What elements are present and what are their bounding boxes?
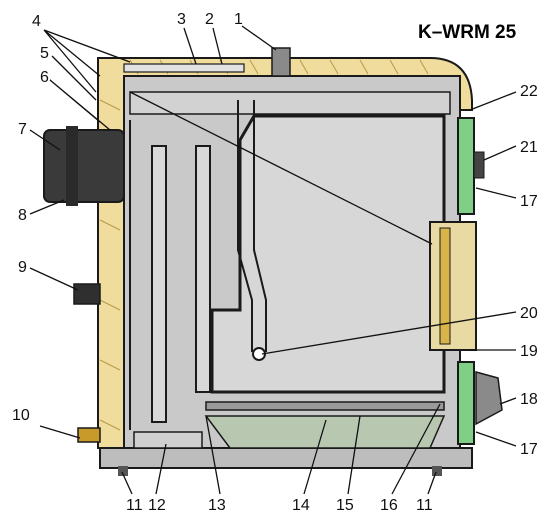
leader-10 (39, 425, 81, 439)
callout-5: 5 (40, 45, 49, 62)
leader-12 (155, 443, 167, 495)
exchanger-plate-2 (195, 145, 211, 393)
callout-17-upper: 17 (520, 193, 538, 210)
ash-compartment (133, 431, 203, 449)
callout-3: 3 (177, 11, 186, 28)
model-title: K–WRM 25 (418, 22, 517, 43)
leader-5 (51, 55, 97, 101)
callout-14: 14 (292, 497, 310, 514)
drain-valve (77, 427, 101, 443)
leader-8 (29, 199, 65, 215)
leader-17a (475, 187, 517, 199)
callout-16: 16 (380, 497, 398, 514)
flue-outlet (271, 47, 291, 77)
leader-21 (483, 145, 517, 161)
lower-door (457, 361, 475, 445)
callout-17-lower: 17 (520, 441, 538, 458)
ash-tray (204, 415, 446, 449)
leader-7 (29, 129, 61, 151)
leader-4 (43, 29, 131, 93)
upper-door-handle (473, 151, 485, 179)
leader-17b (475, 431, 517, 447)
callout-21: 21 (520, 139, 538, 156)
leader-20 (261, 311, 517, 355)
leader-18 (499, 397, 517, 405)
baffle-tube (237, 100, 267, 352)
leader-15 (347, 415, 361, 495)
callout-8: 8 (18, 207, 27, 224)
leader-11b (427, 471, 437, 495)
flue-pipe (43, 129, 125, 203)
feed-door-frame (429, 221, 477, 351)
leader-16 (391, 403, 441, 495)
combustion-chamber (210, 114, 446, 394)
callout-6: 6 (40, 69, 49, 86)
leader-9 (29, 267, 79, 291)
callout-15: 15 (336, 497, 354, 514)
callout-7: 7 (18, 121, 27, 138)
callout-2: 2 (205, 11, 214, 28)
callout-11-right: 11 (416, 497, 433, 514)
callout-9: 9 (18, 259, 27, 276)
top-flue-channel (129, 91, 451, 115)
leader-13 (205, 415, 221, 495)
callout-19: 19 (520, 343, 538, 360)
callout-1: 1 (234, 11, 243, 28)
leader-3 (183, 27, 197, 65)
callout-20: 20 (520, 305, 538, 322)
feed-door-seal (439, 227, 451, 345)
base-plate (99, 447, 473, 469)
foot-left (118, 466, 128, 476)
callout-12: 12 (148, 497, 166, 514)
grate (205, 401, 445, 411)
callout-18: 18 (520, 391, 538, 408)
top-plate (123, 63, 245, 73)
callout-10: 10 (12, 407, 30, 424)
leader-6 (49, 79, 111, 131)
air-regulator (475, 371, 503, 426)
callout-4: 4 (32, 13, 41, 30)
callout-13: 13 (208, 497, 226, 514)
leader-22 (469, 91, 517, 111)
leader-1 (241, 25, 277, 51)
callout-11-left: 11 (126, 497, 143, 514)
exchanger-plate-1 (151, 145, 167, 423)
return-pipe (73, 283, 101, 305)
upper-door (457, 117, 475, 215)
callout-22: 22 (520, 83, 538, 100)
foot-right (432, 466, 442, 476)
leader-diagonal (129, 91, 433, 245)
leader-11a (121, 471, 133, 495)
flue-pipe-collar (66, 126, 78, 206)
leader-2 (212, 27, 223, 65)
leader-14 (303, 419, 327, 495)
